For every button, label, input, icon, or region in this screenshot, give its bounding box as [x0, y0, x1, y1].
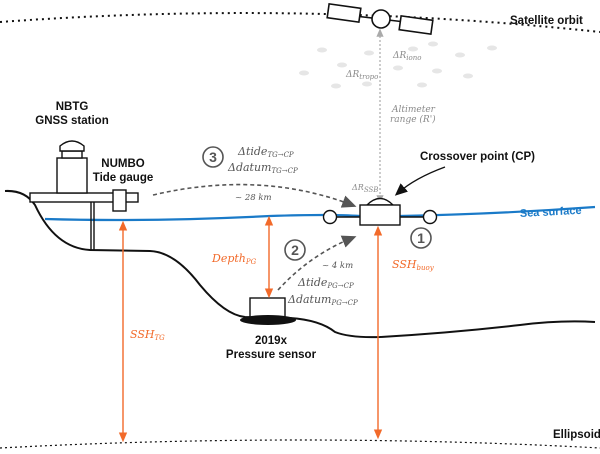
crossover-pointer-arrow — [394, 166, 446, 196]
tg-to-cp-arrow — [152, 183, 357, 208]
pg-to-cp-arrow — [277, 235, 357, 291]
buoy-icon — [322, 197, 438, 226]
tide-gauge-label-1: NUMBO — [101, 158, 144, 170]
tide-gauge-label-2: Tide gauge — [93, 172, 154, 184]
delta-datum-pg-label: ΔdatumPG→CP — [287, 293, 358, 307]
depth-pg-label: DepthPG — [211, 252, 257, 266]
pressure-sensor-label-1: 2019x — [255, 335, 288, 347]
delta-tide-pg-label: ΔtidePG→CP — [297, 276, 354, 290]
svg-text:3: 3 — [209, 149, 217, 165]
gnss-label-2: GNSS station — [35, 115, 108, 127]
ssh-buoy-label: SSHbuoy — [392, 258, 435, 272]
svg-text:1: 1 — [417, 230, 425, 246]
crossover-point-label: Crossover point (CP) — [420, 151, 535, 163]
delta-r-iono-label: ΔRiono — [392, 51, 421, 62]
step-3-badge: 3 — [202, 146, 224, 168]
gnss-station-icon — [29, 140, 139, 250]
ssh-tg-label: SSHTG — [130, 328, 165, 342]
step-1-badge: 1 — [410, 227, 432, 249]
delta-tide-tg-label: ΔtideTG→CP — [237, 145, 294, 159]
step-2-badge: 2 — [284, 239, 306, 261]
delta-datum-tg-label: ΔdatumTG→CP — [227, 161, 298, 175]
sea-surface-label: Sea surface — [520, 205, 582, 220]
altimeter-range-label-2: range (R') — [390, 114, 436, 125]
svg-text:2: 2 — [291, 242, 299, 258]
tide-gauge-icon — [112, 189, 127, 212]
distance-28km-label: ~ 28 km — [235, 193, 272, 203]
sea-surface-line — [44, 205, 596, 222]
ellipsoid-line — [0, 439, 600, 449]
pressure-sensor-icon — [240, 297, 296, 325]
pressure-sensor-label-2: Pressure sensor — [226, 349, 317, 361]
gnss-label-1: NBTG — [56, 101, 89, 113]
delta-r-ssb-label: ΔRSSB — [351, 183, 378, 194]
satellite-icon — [326, 2, 434, 36]
satellite-orbit-line — [0, 12, 600, 33]
altimeter-range-label-1: Altimeter — [391, 105, 436, 115]
delta-r-tropo-label: ΔRtropo — [345, 70, 378, 81]
atmosphere-particles — [299, 41, 497, 89]
ellipsoid-label: Ellipsoid — [553, 429, 600, 441]
satellite-orbit-label: Satellite orbit — [510, 15, 583, 27]
distance-4km-label: ~ 4 km — [322, 261, 353, 271]
